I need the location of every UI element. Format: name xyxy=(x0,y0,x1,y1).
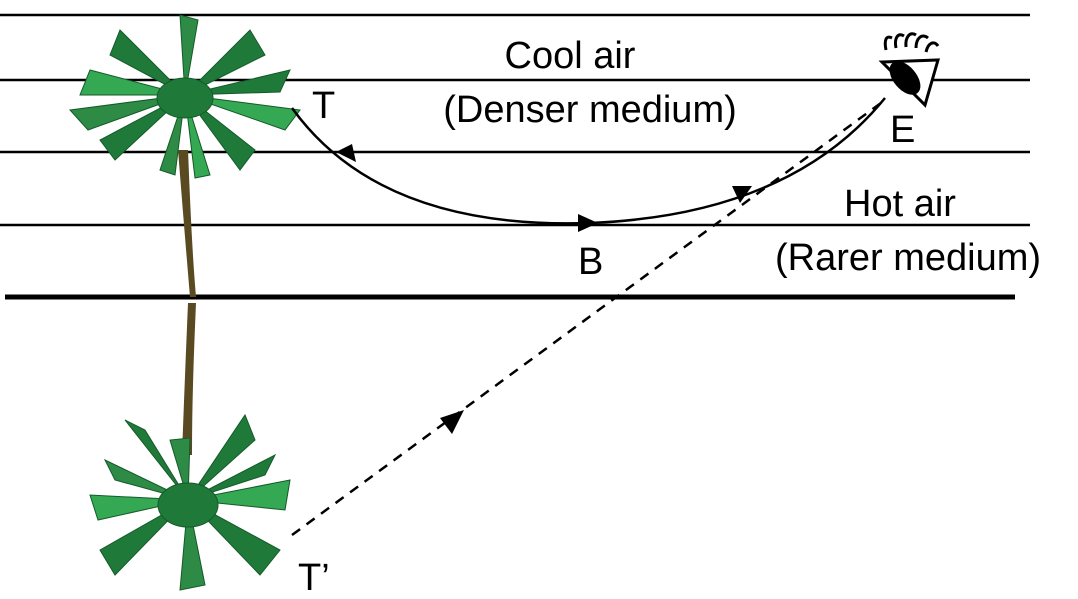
apparent-ray-arrow xyxy=(440,410,464,434)
ray-arrow-1 xyxy=(336,144,356,162)
eye-icon xyxy=(878,32,941,108)
inverted-palm-tree xyxy=(89,303,291,591)
palm-tree xyxy=(68,14,301,297)
image-trunk xyxy=(182,303,196,455)
rarer-medium-label: (Rarer medium) xyxy=(775,237,1041,279)
palm-crown xyxy=(68,14,301,179)
apparent-ray xyxy=(291,98,886,537)
point-t-prime-label: T’ xyxy=(298,557,330,599)
point-t-label: T xyxy=(312,85,335,127)
cool-air-label: Cool air xyxy=(505,35,636,77)
palm-trunk xyxy=(178,150,196,297)
ray-arrow-2 xyxy=(578,214,598,232)
ray-arrow-3 xyxy=(732,186,752,203)
hot-air-label: Hot air xyxy=(844,183,956,225)
point-e-label: E xyxy=(890,109,915,151)
point-b-label: B xyxy=(578,241,603,283)
image-crown xyxy=(89,413,291,591)
denser-medium-label: (Denser medium) xyxy=(443,89,737,131)
